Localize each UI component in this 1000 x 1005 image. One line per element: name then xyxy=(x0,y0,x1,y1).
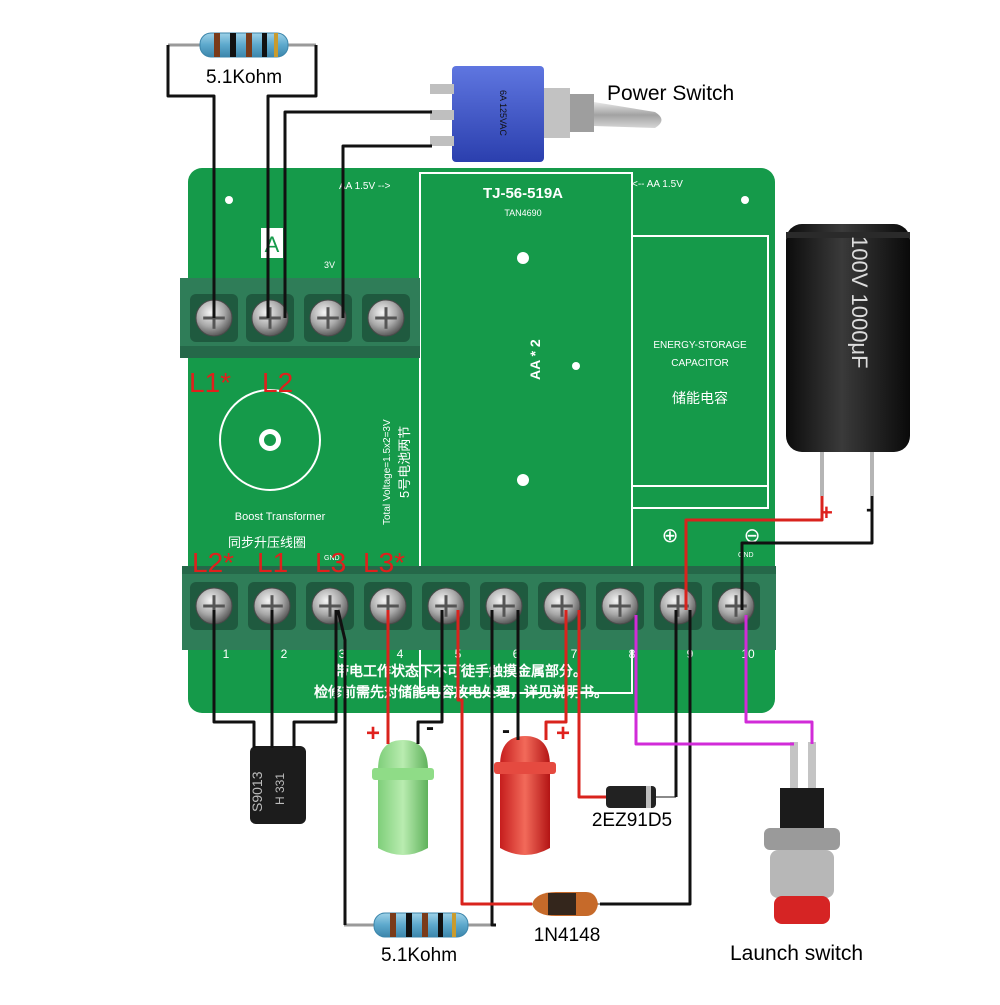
resistor-bottom xyxy=(344,912,496,938)
switch-rating: 6A 125VAC xyxy=(498,90,508,136)
green-led-minus: - xyxy=(426,714,434,741)
wires-red xyxy=(386,496,824,906)
wire-resistor-l2 xyxy=(266,45,318,318)
wire-t6-resistor xyxy=(490,610,496,927)
bottom-screw-group xyxy=(190,582,760,630)
wire-t10-launch xyxy=(744,615,814,744)
bottom-terminal-screw xyxy=(596,582,644,630)
green-led xyxy=(372,740,434,855)
mount-hole xyxy=(517,474,529,486)
terminal-number: 7 xyxy=(571,647,578,661)
diode-label: 1N4148 xyxy=(534,925,601,946)
wire-cap-minus xyxy=(740,496,874,610)
resistor-top-label: 5.1Kohm xyxy=(206,67,282,88)
power-switch-label: Power Switch xyxy=(607,82,734,105)
wire-t5-led-green xyxy=(416,610,444,744)
red-led xyxy=(494,736,556,855)
mount-hole xyxy=(225,196,233,204)
total-voltage-label: Total Voltage=1.5x2=3V xyxy=(382,419,393,525)
energy-storage-capacitor: 100V 1000μF xyxy=(786,224,910,496)
board-model: TJ-56-519A xyxy=(483,185,563,202)
red-led-plus: + xyxy=(556,720,570,747)
power-switch[interactable]: 6A 125VAC xyxy=(430,66,662,162)
transformer-outline xyxy=(219,389,321,491)
marker-gnd-right: GND xyxy=(738,552,754,559)
terminal-number: 6 xyxy=(513,647,520,661)
bottom-terminal-screw xyxy=(190,582,238,630)
zener-label: 2EZ91D5 xyxy=(592,810,672,831)
mount-hole xyxy=(517,252,529,264)
terminal-number: 4 xyxy=(397,647,404,661)
wires-black xyxy=(166,45,874,927)
plus-symbol: ⊕ xyxy=(662,525,679,547)
bottom-terminal-screw xyxy=(306,582,354,630)
terminal-number: 8 xyxy=(629,647,636,661)
battery-left-label: AA 1.5V --> xyxy=(339,181,391,192)
bottom-terminal-screw xyxy=(422,582,470,630)
wire-t7-zener xyxy=(577,610,606,799)
red-led-minus: - xyxy=(502,717,510,744)
bottom-terminal-screw xyxy=(654,582,702,630)
bottom-terminal-screw xyxy=(538,582,586,630)
bottom-terminal-screw xyxy=(364,582,412,630)
capacitor-outline xyxy=(631,235,769,509)
wires-magenta xyxy=(634,615,814,746)
capacitor-label-1: ENERGY-STORAGE xyxy=(653,340,747,351)
warning-line-2: 检修前需先对储能电容放电处理，详见说明书。 xyxy=(314,684,608,700)
terminal-number: 1 xyxy=(223,647,230,661)
launch-switch-label: Launch switch xyxy=(730,942,863,965)
coil-label-l3-star: L3* xyxy=(363,547,405,578)
wire-t1-transistor xyxy=(212,610,256,748)
top-terminal-screw xyxy=(304,294,352,342)
battery-center-label: AA * 2 xyxy=(527,339,543,380)
bottom-terminal-screw xyxy=(248,582,296,630)
wire-t7-led-red xyxy=(544,610,568,740)
transformer-cn: 同步升压线圈 xyxy=(228,535,306,550)
coil-label-l2-star: L2* xyxy=(192,547,234,578)
coil-label-l2: L2 xyxy=(262,367,293,398)
marker-3v: 3V xyxy=(324,260,335,270)
warning-line-1: 带电工作状态下不可徒手触摸金属部分。 xyxy=(335,663,587,679)
capacitor-label-cn: 储能电容 xyxy=(672,390,728,406)
mount-hole xyxy=(741,196,749,204)
transistor-text-2: H 331 xyxy=(273,773,287,805)
top-terminal-screw xyxy=(246,294,294,342)
wire-t5-diode xyxy=(456,610,532,906)
bottom-terminal-screw xyxy=(480,582,528,630)
resistor-bottom-label: 5.1Kohm xyxy=(381,945,457,966)
wire-l2-switch xyxy=(283,110,432,318)
capacitor-label-2: CAPACITOR xyxy=(671,358,728,369)
wire-3v-switch xyxy=(341,144,432,318)
transistor: S9013 H 331 xyxy=(249,746,306,824)
coil-label-l3: L3 xyxy=(315,547,346,578)
terminal-number: 3 xyxy=(339,647,346,661)
wire-cap-plus xyxy=(684,496,824,610)
terminal-number: 2 xyxy=(281,647,288,661)
top-screw-group xyxy=(190,294,410,342)
capacitor-body-text: 100V 1000μF xyxy=(847,236,872,369)
capacitor-minus: - xyxy=(866,496,873,521)
transistor-text-1: S9013 xyxy=(249,771,265,812)
wire-resistor-l1star xyxy=(166,45,216,318)
marker-gnd-top: GND xyxy=(324,555,340,562)
battery-right-label: <-- AA 1.5V xyxy=(632,179,683,190)
wire-t3-resistor xyxy=(336,609,347,925)
battery-cn-label: 5号电池两节 xyxy=(397,426,412,498)
terminal-number: 10 xyxy=(741,647,755,661)
transformer-label: Boost Transformer xyxy=(235,511,326,523)
mount-hole xyxy=(572,362,580,370)
bottom-terminal-screw xyxy=(712,582,760,630)
board-code: TAN4690 xyxy=(504,208,541,218)
wire-t9-diode xyxy=(600,610,692,906)
wire-t3-transistor xyxy=(292,610,338,748)
top-terminal-screw xyxy=(362,294,410,342)
resistor-top xyxy=(168,32,316,58)
coil-label-l1: L1 xyxy=(257,547,288,578)
coil-label-l1-star: L1* xyxy=(189,367,231,398)
launch-switch[interactable] xyxy=(764,742,840,924)
wire-t8-launch xyxy=(634,615,794,746)
green-led-plus: + xyxy=(366,720,380,747)
